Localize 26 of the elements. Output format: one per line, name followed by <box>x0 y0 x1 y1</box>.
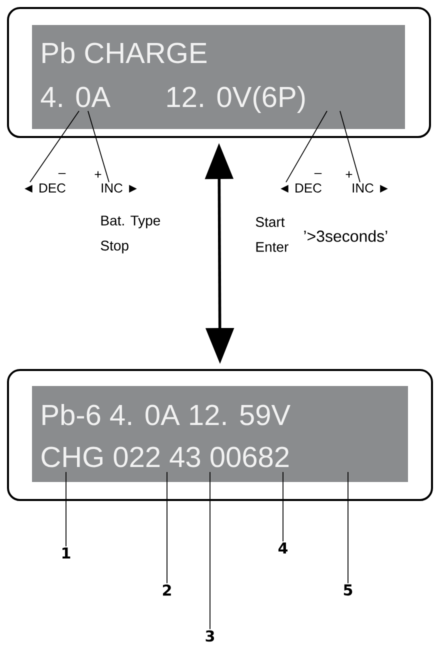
label-text: Bat. Type <box>101 216 160 228</box>
key-label: ◄ DEC <box>280 183 322 193</box>
display-panel: Pb-6 4. 0A 12. 59V CHG 022 43 00682 <box>7 369 433 501</box>
display-panel: Pb CHARGE 4. 0A 12. 0V(6P) <box>7 7 431 138</box>
callout-number: 4 <box>278 542 288 554</box>
callout-number: 2 <box>162 584 171 596</box>
key-label: INC ► <box>102 183 137 193</box>
leader-line <box>88 110 110 183</box>
key-sign: + <box>94 171 102 178</box>
label-text: Enter <box>256 242 288 252</box>
leader-line <box>166 472 168 584</box>
key-label: INC ► <box>352 183 388 193</box>
label-text: Start <box>256 217 285 227</box>
key-sign: – <box>58 173 66 174</box>
leader-line <box>282 472 284 542</box>
leader-line <box>286 110 328 183</box>
callout-number: 5 <box>344 584 352 596</box>
key-label: ◄ DEC <box>24 183 66 193</box>
key-sign: – <box>314 173 322 174</box>
key-sign: + <box>346 171 352 178</box>
callout-number: 3 <box>206 630 214 642</box>
leader-line <box>340 110 360 183</box>
label-text: Stop <box>100 240 128 254</box>
label-text: ’>3seconds’ <box>304 230 388 242</box>
callout-number: 1 <box>62 548 70 558</box>
leader-line <box>30 110 80 183</box>
